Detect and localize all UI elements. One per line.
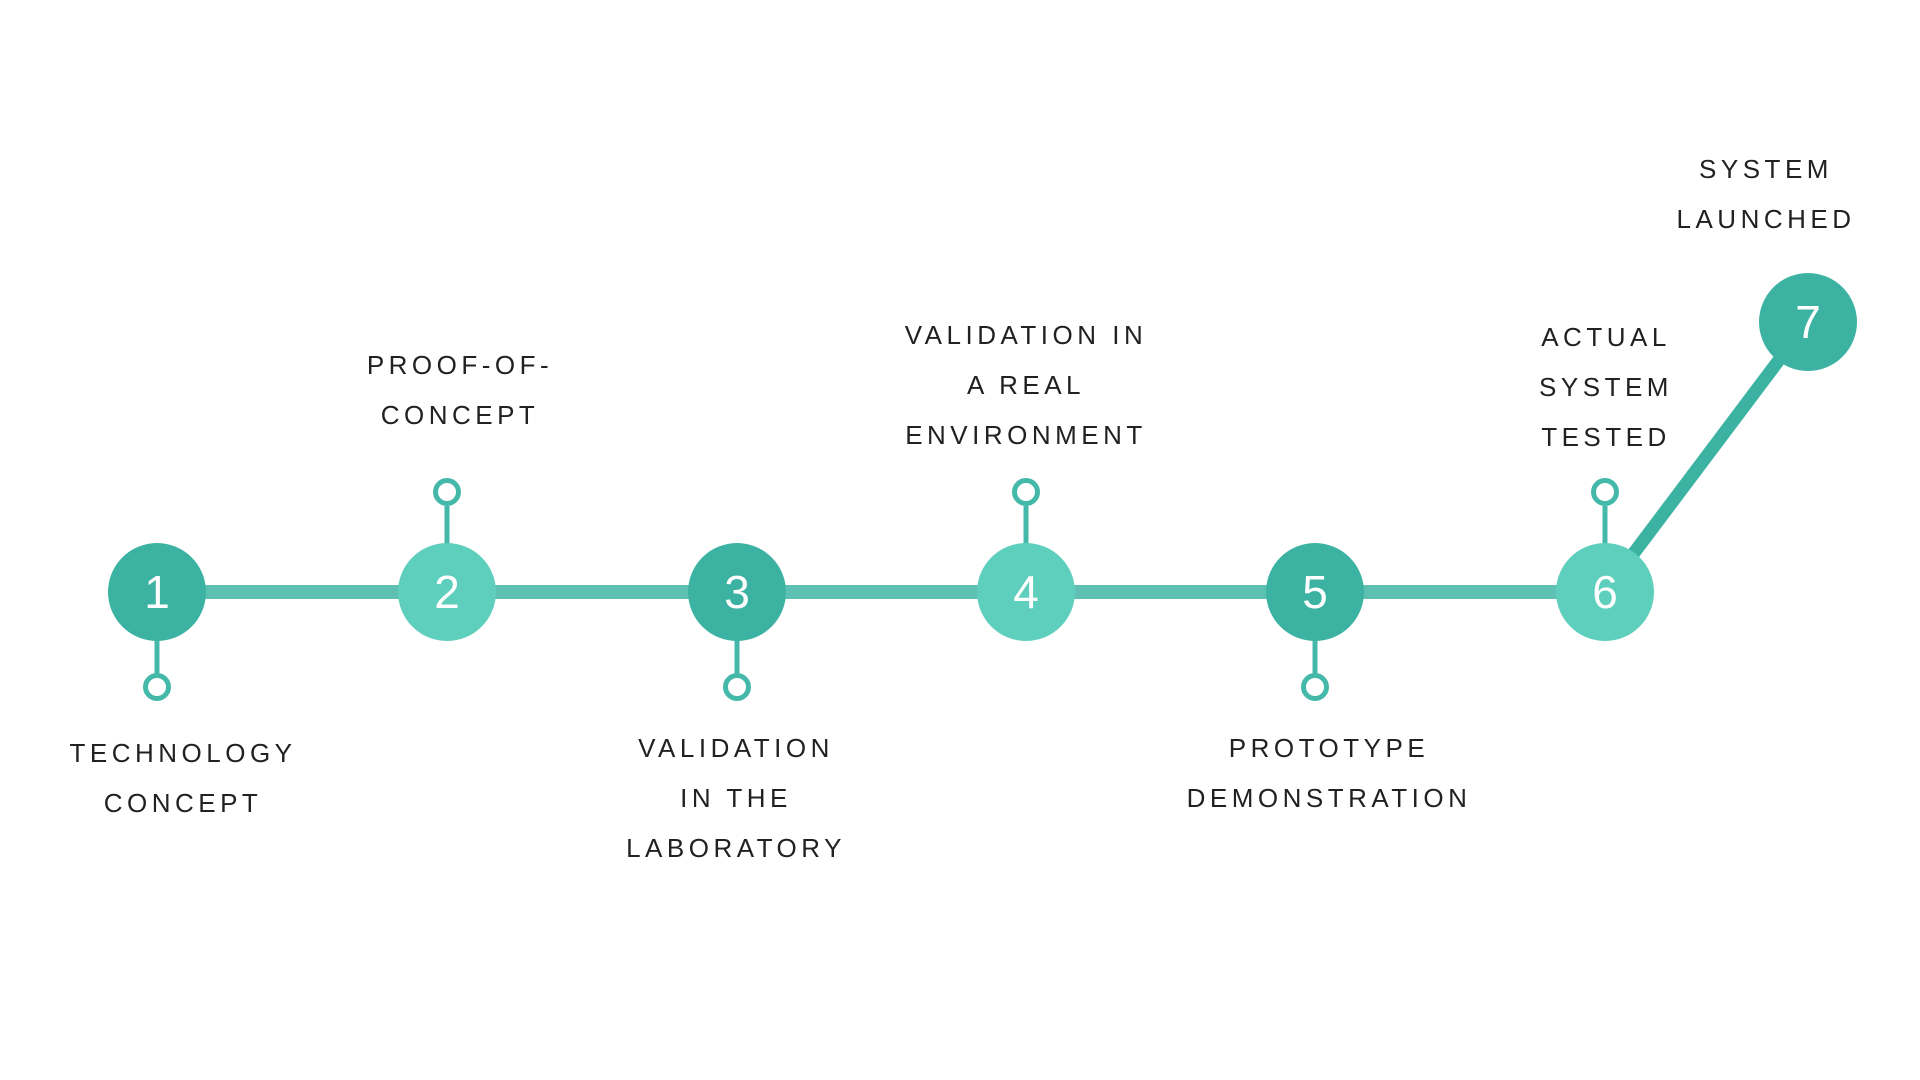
step-3-label: VALIDATION IN THE LABORATORY: [626, 733, 846, 863]
step-1-stem: [154, 640, 160, 674]
step-2-marker-ring: [433, 478, 461, 506]
timeline-line: [157, 585, 1605, 599]
step-5-marker-ring: [1301, 673, 1329, 701]
step-4-node: 4: [977, 543, 1075, 641]
step-5-number: 5: [1302, 566, 1328, 618]
step-3-node: 3: [688, 543, 786, 641]
step-2-node: 2: [398, 543, 496, 641]
step-1-marker-ring: [143, 673, 171, 701]
step-6-number: 6: [1592, 566, 1618, 618]
step-6-stem: [1602, 506, 1608, 544]
step-3-marker-ring: [723, 673, 751, 701]
step-1-label: TECHNOLOGY CONCEPT: [69, 738, 297, 818]
step-5-label: PROTOTYPE DEMONSTRATION: [1186, 733, 1472, 813]
step-3-stem: [734, 640, 740, 674]
step-7-number: 7: [1795, 296, 1821, 348]
step-6-node: 6: [1556, 543, 1654, 641]
step-6-marker-ring: [1591, 478, 1619, 506]
step-1-number: 1: [144, 566, 170, 618]
step-2-stem: [444, 506, 450, 544]
step-5-node: 5: [1266, 543, 1364, 641]
step-1-node: 1: [108, 543, 206, 641]
step-2-label: PROOF-OF- CONCEPT: [366, 350, 554, 430]
step-7-label: SYSTEM LAUNCHED: [1676, 154, 1856, 234]
step-7-node: 7: [1759, 273, 1857, 371]
step-4-marker-ring: [1012, 478, 1040, 506]
step-4-label: VALIDATION IN A REAL ENVIRONMENT: [904, 320, 1148, 450]
step-5-stem: [1312, 640, 1318, 674]
step-4-number: 4: [1013, 566, 1039, 618]
step-2-number: 2: [434, 566, 460, 618]
step-4-stem: [1023, 506, 1029, 544]
step-3-number: 3: [724, 566, 750, 618]
step-6-label: ACTUAL SYSTEM TESTED: [1539, 322, 1673, 452]
